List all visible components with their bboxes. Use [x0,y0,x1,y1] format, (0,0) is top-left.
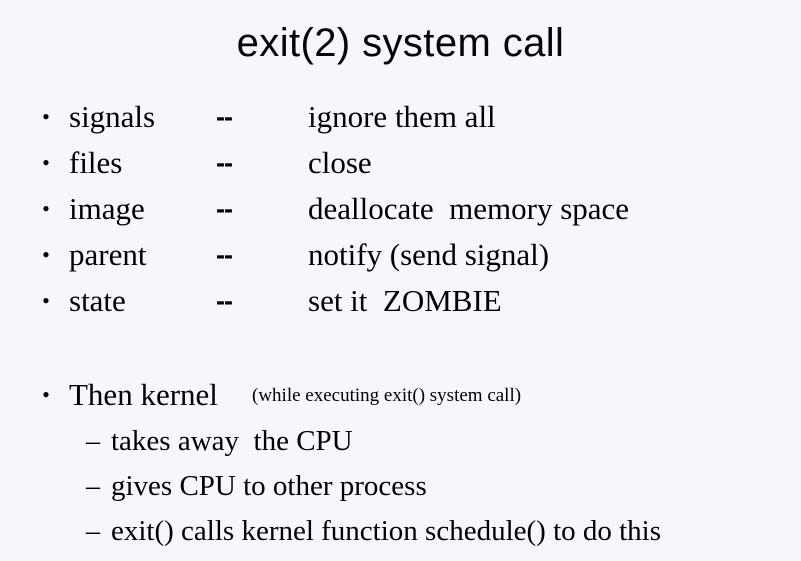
kernel-section: • Then kernel (while executing exit() sy… [0,372,801,418]
bullet-icon: • [42,196,50,221]
sub-list-item-label: exit() calls kernel function schedule() … [111,515,662,547]
dash-icon: – [86,471,100,502]
list-item-separator: -- [216,240,233,270]
kernel-sub-list: – takes away the CPU – gives CPU to othe… [0,419,801,554]
list-item-description: deallocate memory space [308,191,630,226]
list-item-description: notify (send signal) [308,237,550,272]
bullet-icon: • [42,150,50,175]
list-item-separator: -- [216,148,233,178]
bullet-icon: • [42,104,50,129]
list-item: • Then kernel (while executing exit() sy… [0,372,801,418]
exit-actions-list: • signals -- ignore them all • files -- … [0,94,801,324]
list-item: – exit() calls kernel function schedule(… [0,509,801,554]
list-item: • signals -- ignore them all [0,94,801,140]
dash-icon: – [86,516,100,547]
list-item-separator: -- [216,286,233,316]
list-item: – takes away the CPU [0,419,801,464]
list-item: – gives CPU to other process [0,464,801,509]
list-item-term: files [69,145,123,180]
list-item: • state -- set it ZOMBIE [0,278,801,324]
list-item: • image -- deallocate memory space [0,186,801,232]
list-item-term: image [69,191,145,226]
page-title: exit(2) system call [236,21,565,65]
list-item-term: parent [69,237,147,272]
list-item-separator: -- [216,102,233,132]
list-item: • files -- close [0,140,801,186]
list-item-term: signals [69,99,156,134]
list-item-description: set it ZOMBIE [308,283,502,318]
dash-icon: – [86,426,100,457]
kernel-note: (while executing exit() system call) [252,385,522,406]
sub-list-item-label: gives CPU to other process [111,470,427,502]
bullet-icon: • [42,382,50,407]
list-item-separator: -- [216,194,233,224]
list-item: • parent -- notify (send signal) [0,232,801,278]
bullet-icon: • [42,242,50,267]
list-item-term: state [69,283,126,318]
list-item-description: ignore them all [308,99,496,134]
kernel-heading: Then kernel [69,377,218,412]
bullet-icon: • [42,288,50,313]
list-item-description: close [308,145,372,180]
sub-list-item-label: takes away the CPU [111,425,353,457]
